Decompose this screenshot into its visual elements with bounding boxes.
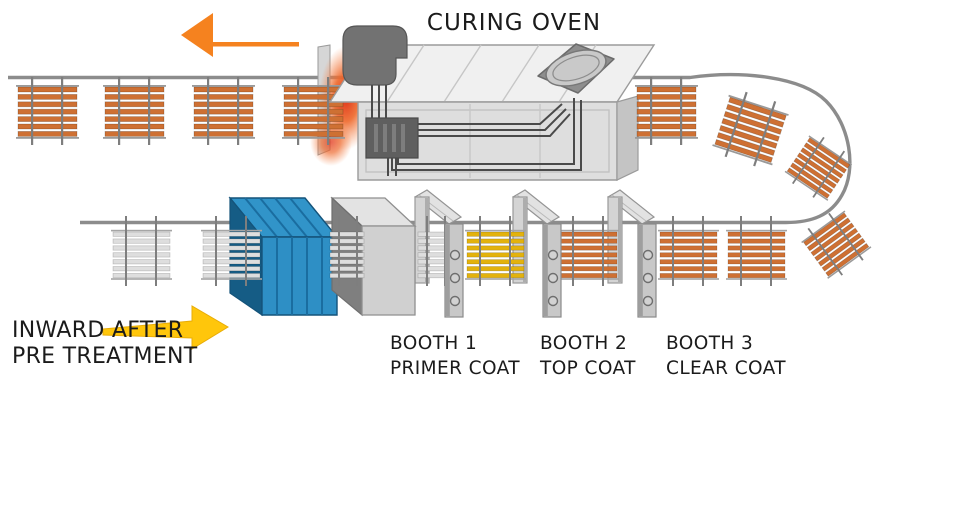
curing-oven [328,25,656,181]
parts-rack-orange-3 [191,76,256,146]
tunnel-front-wall [261,236,338,316]
oven-roof-seam [443,44,482,103]
oven-manifold-box [365,117,419,159]
flow-direction-arrow-left-icon [181,13,299,57]
oven-right-wall [616,95,639,181]
tunnel-roof-seam [244,197,278,238]
tunnel-roof-seam [289,197,323,238]
enclosure-front-wall [361,225,416,316]
booth-2-coat: TOP COAT [539,358,636,379]
pretreatment-tunnel [228,196,339,317]
inward-arrow-right-icon [102,305,229,350]
booth-captions: BOOTH 1 PRIMER COAT BOOTH 2 TOP COAT BOO… [390,333,786,379]
inward-label-line2: PRE TREATMENT [12,344,198,369]
parts-rack-orange-5 [634,76,699,146]
parts-rack-clear-coated [657,215,720,287]
curing-oven-label: CURING OVEN [427,10,601,36]
booth-2-name: BOOTH 2 [540,333,627,354]
parts-rack-orange-1 [15,76,80,146]
parts-rack-orange-4 [281,76,346,146]
booth-3-coat: CLEAR COAT [666,358,786,379]
inward-label-line1: INWARD AFTER [12,318,183,343]
parts-rack-orange-2 [102,76,167,146]
parts-rack-curve-2 [781,129,857,206]
arrow-head [181,13,213,57]
oven-roof-seam [501,44,540,103]
tunnel-roof-seam [259,197,293,238]
arrow-tail [211,42,299,47]
oven-roof-blower [342,25,408,86]
booth-1-coat: PRIMER COAT [390,358,520,379]
oven-piping [371,85,582,176]
tunnel-roof-seam [274,197,308,238]
conveyor-rail-path [8,72,852,225]
oven-heat-glow-spill [310,118,352,166]
conveyor-rail [8,72,852,225]
booth-3-arch-front [637,223,657,318]
parts-rack-curve-3 [796,204,875,284]
parts-rack-curve-1 [709,86,792,172]
booth-3-name: BOOTH 3 [666,333,753,354]
top-line-racks [15,76,346,146]
booth-1-arch-front [444,223,464,318]
oven-roof-fan [537,43,615,94]
booth-2-arch-front [542,223,562,318]
oven-roof-seam [386,44,425,103]
parts-rack-untreated-1 [110,215,173,287]
parts-rack-outbound [725,215,788,287]
booth-1-name: BOOTH 1 [390,333,477,354]
